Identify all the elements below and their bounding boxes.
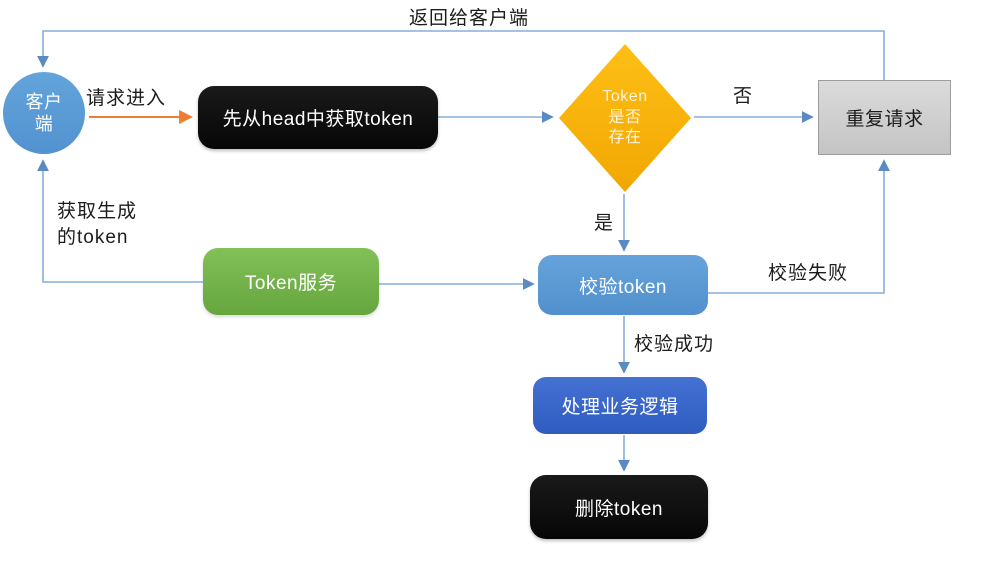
edge-label-obtain-generated-token: 获取生成 的token [57,201,138,248]
connector-return-to-client [37,30,885,80]
edge-label-yes: 是 [594,213,615,234]
connector-verify-failed [708,159,890,294]
node-get-token-from-head: 先从head中获取token [198,86,438,149]
node-token-service: Token服务 [203,248,379,315]
edge-label-no: 否 [733,86,754,107]
edge-label-verify-failed: 校验失败 [768,263,849,284]
edge-label-request-in: 请求进入 [86,88,167,109]
node-verify-token: 校验token [538,255,708,315]
connector-obtain-token [37,159,203,283]
node-delete-token: 删除token [530,475,708,539]
edge-label-return-to-client: 返回给客户端 [408,8,529,29]
node-repeat-request: 重复请求 [818,80,951,155]
node-client: 客户 端 [3,72,85,154]
edge-label-verify-succeeded: 校验成功 [634,334,715,355]
node-handle-business-logic: 处理业务逻辑 [533,377,707,434]
